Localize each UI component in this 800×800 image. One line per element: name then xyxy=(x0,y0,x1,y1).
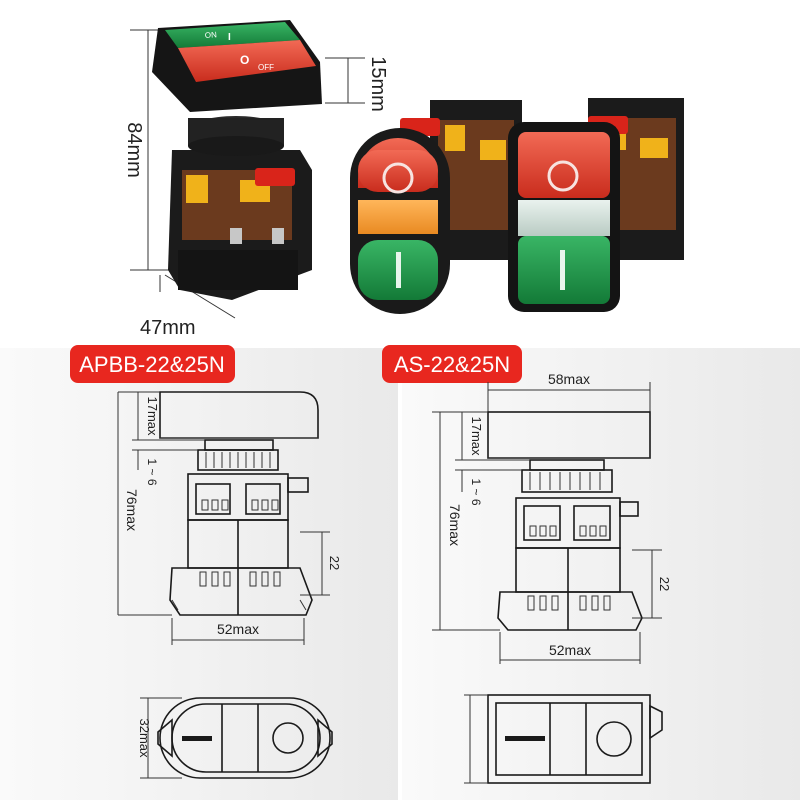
cap-off-symbol: O xyxy=(240,53,249,67)
tag-as-label: AS-22&25N xyxy=(394,352,510,377)
tag-apbb: APBB-22&25N xyxy=(70,345,235,383)
product-rect-button xyxy=(508,98,684,312)
as-dim-width-top: 58max xyxy=(548,371,590,387)
apbb-front-face xyxy=(157,697,333,779)
dim-15mm: 15mm xyxy=(325,56,389,112)
apbb-dim-base: 52max xyxy=(217,621,259,637)
drawing-panel-left xyxy=(0,348,398,800)
cap-on-symbol: I xyxy=(228,32,231,43)
as-dim-gap: 1 ~ 6 xyxy=(469,478,483,505)
apbb-dim-total: 76max xyxy=(124,489,140,531)
apbb-dim-top: 17max xyxy=(145,396,160,436)
tag-apbb-label: APBB-22&25N xyxy=(79,352,225,377)
as-dim-top: 17max xyxy=(469,416,484,456)
dim-84mm-label: 84mm xyxy=(123,122,145,178)
drawing-as: 58max 17max 1 ~ 6 76max 22 xyxy=(432,371,672,784)
dim-47mm-label: 47mm xyxy=(140,317,196,339)
as-dim-total: 76max xyxy=(447,504,463,546)
tag-as: AS-22&25N xyxy=(382,345,522,383)
apbb-dim-face: 32max xyxy=(137,718,152,758)
drawing-apbb: 17max 1 ~ 6 76max 22 52max 32max xyxy=(117,391,342,779)
drawing-panel-right xyxy=(402,348,800,800)
photo-section: 84mm 15mm 47mm xyxy=(123,20,684,339)
as-dim-base: 52max xyxy=(549,642,591,658)
product-oval-button xyxy=(350,100,522,314)
dim-15mm-label: 15mm xyxy=(367,56,389,112)
as-front-face xyxy=(487,694,663,784)
product-square-cap: ON I O OFF xyxy=(152,20,322,300)
apbb-dim-terminal: 22 xyxy=(327,556,342,570)
apbb-dim-gap: 1 ~ 6 xyxy=(145,458,159,485)
as-dim-terminal: 22 xyxy=(657,577,672,591)
cap-on-text: ON xyxy=(205,30,218,40)
cap-off-text: OFF xyxy=(258,63,274,72)
